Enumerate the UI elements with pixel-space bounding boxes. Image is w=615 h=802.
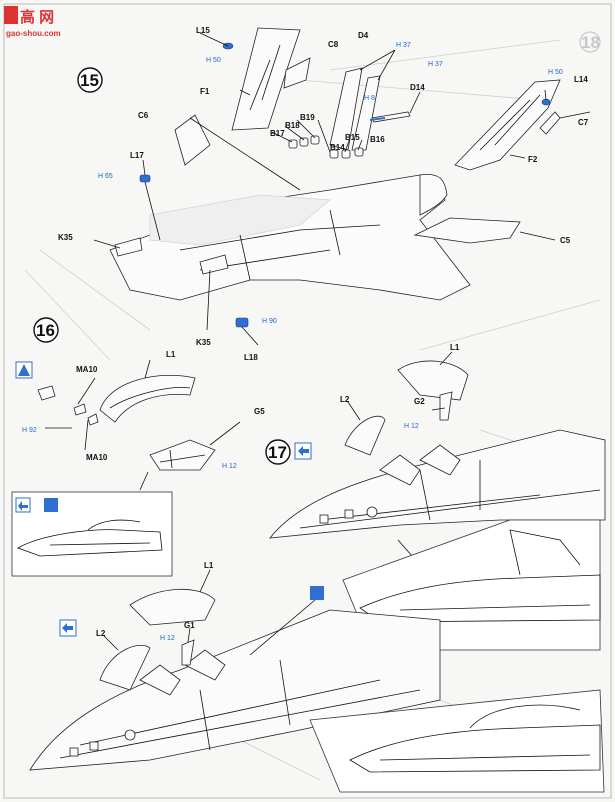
label-c8: C8	[328, 40, 339, 49]
label-k35-a: K35	[58, 233, 73, 242]
label-d14: D14	[410, 83, 425, 92]
label-g5: G5	[254, 407, 265, 416]
label-l17: L17	[130, 151, 144, 160]
part-l17	[139, 174, 151, 183]
step-17-marker	[265, 439, 291, 465]
part-g1	[181, 639, 195, 666]
step-17: 17 L1 L2 G2 H 12	[265, 343, 606, 651]
label-f2: F2	[528, 155, 538, 164]
label-g1: G1	[184, 621, 195, 630]
label-b14: B14	[330, 143, 345, 152]
code-l18: H 90	[262, 318, 277, 325]
label-l1-17: L1	[450, 343, 460, 352]
part-l1-canopy-17	[397, 360, 469, 401]
label-ma10-b: MA10	[86, 453, 108, 462]
part-c8	[283, 57, 311, 89]
step-variant-b: L1 L2 G1 H 12	[29, 561, 605, 793]
code-d14: H 37	[428, 61, 443, 68]
step-17-number: 17	[268, 443, 287, 462]
inset-step-16	[11, 491, 173, 577]
label-b17: B17	[270, 129, 285, 138]
part-c5	[413, 217, 521, 244]
code-ma10: H 92	[22, 427, 37, 434]
ghost-step-number: 18	[581, 33, 600, 52]
label-l1-bottom: L1	[204, 561, 214, 570]
version-b-icon-inset	[44, 498, 58, 512]
version-b-icon-bottom	[310, 586, 324, 600]
watermark-text: 高 网	[20, 8, 54, 26]
part-g2	[439, 391, 453, 421]
label-k35-b: K35	[196, 338, 211, 347]
label-c6: C6	[138, 111, 149, 120]
label-l2-bottom: L2	[96, 629, 106, 638]
label-b15: B15	[345, 133, 360, 142]
fuselage-top-view	[109, 174, 471, 301]
code-l14: H 50	[548, 69, 563, 76]
part-l1-canopy-bottom	[129, 588, 216, 626]
label-b18: B18	[285, 121, 300, 130]
label-ma10-a: MA10	[76, 365, 98, 374]
inset-variant-b	[309, 689, 605, 793]
label-l14: L14	[574, 75, 588, 84]
watermark-url: gao-shou.com	[6, 29, 61, 38]
label-b19: B19	[300, 113, 315, 122]
fuselage-nose-17	[269, 429, 606, 539]
part-d14	[371, 111, 411, 123]
label-c7: C7	[578, 118, 589, 127]
part-k35	[114, 237, 143, 257]
step-15-marker	[77, 67, 103, 93]
label-g2: G2	[414, 397, 425, 406]
step-15-number: 15	[80, 71, 99, 90]
part-c6	[174, 114, 211, 166]
label-l18: L18	[244, 353, 258, 362]
part-l2-canopy-bottom	[99, 644, 151, 691]
code-g1: H 12	[160, 635, 175, 642]
code-g2: H 12	[404, 423, 419, 430]
part-f1	[231, 27, 301, 131]
part-l1-canopy-16	[99, 375, 196, 423]
step-16-marker	[33, 317, 59, 343]
label-l2-17: L2	[340, 395, 350, 404]
part-l2-canopy-17	[344, 415, 386, 456]
code-d4-a: H 37	[396, 42, 411, 49]
step-15: 15	[58, 26, 591, 362]
part-d4	[329, 67, 363, 151]
label-f1: F1	[200, 87, 210, 96]
code-l17: H 65	[98, 173, 113, 180]
code-d4-b: H 8	[364, 95, 375, 102]
step-16: 16 MA10 MA10 L1 G5 H 92 H 12	[11, 317, 265, 577]
part-ma10	[37, 385, 56, 401]
label-l1-16: L1	[166, 350, 176, 359]
parts-b14-b19	[288, 135, 364, 159]
part-c7	[539, 111, 561, 135]
watermark: 高 网 gao-shou.com	[4, 6, 61, 38]
label-l15: L15	[196, 26, 210, 35]
label-b16: B16	[370, 135, 385, 144]
code-g5: H 12	[222, 463, 237, 470]
part-l18	[235, 317, 249, 328]
step-16-number: 16	[36, 321, 55, 340]
label-c5: C5	[560, 236, 571, 245]
label-d4: D4	[358, 31, 369, 40]
code-l15: H 50	[206, 57, 221, 64]
part-g5	[149, 439, 216, 471]
